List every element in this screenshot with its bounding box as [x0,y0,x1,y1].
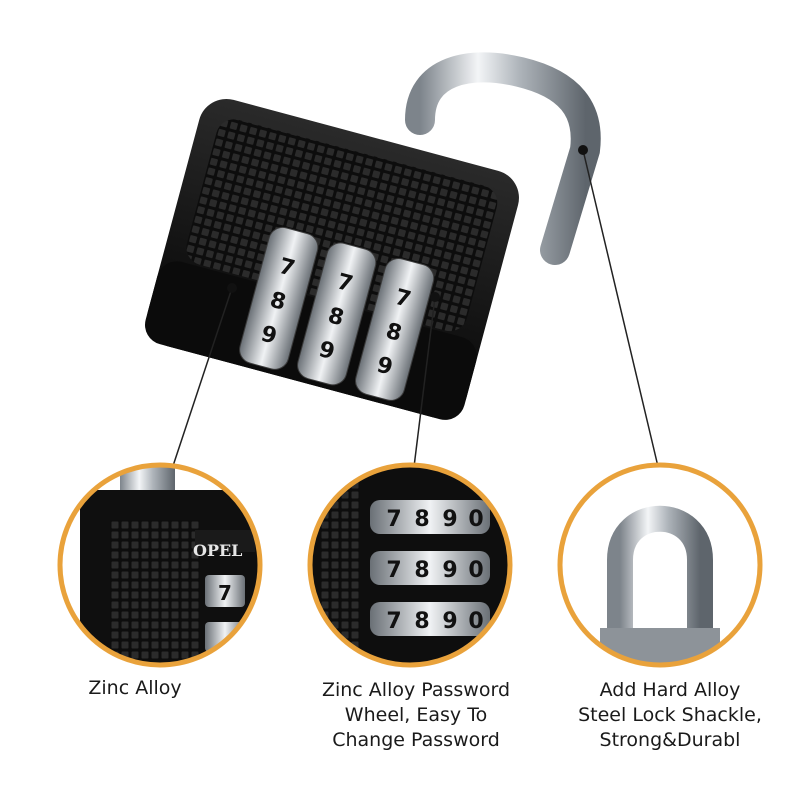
svg-text:7: 7 [386,609,401,634]
svg-text:8: 8 [325,303,346,331]
leader-lines [169,149,661,476]
leader-shackle [582,149,661,476]
leader-password-wheel [412,296,436,476]
caption-shackle: Add Hard Alloy Steel Lock Shackle, Stron… [555,678,785,753]
caption-line: Strong&Durabl [599,729,741,751]
svg-text:7: 7 [276,254,297,282]
detail-ring-3 [557,462,763,668]
caption-line: Wheel, Easy To [344,704,488,726]
leader-dot-zinc [227,283,237,293]
svg-text:7: 7 [386,558,401,583]
caption-line: Steel Lock Shackle, [578,704,762,726]
wheel-1: 7 8 9 [239,226,319,370]
svg-text:0: 0 [468,609,483,634]
detail-ring-2 [307,462,513,668]
wheel-row-2: 7 8 9 0 [370,551,490,585]
svg-text:0: 0 [468,558,483,583]
caption-password-wheel: Zinc Alloy Password Wheel, Easy To Chang… [296,678,536,753]
caption-zinc-alloy: Zinc Alloy [60,676,210,701]
svg-text:9: 9 [442,558,457,583]
caption-line: Zinc Alloy Password [321,679,511,701]
svg-text:9: 9 [258,322,279,350]
leader-dot-shackle [578,145,588,155]
leader-zinc-alloy [169,287,233,476]
svg-text:9: 9 [442,609,457,634]
wheel-row-1: 7 8 9 0 [370,500,490,534]
wheel-row-3: 7 8 9 0 [370,602,490,636]
svg-text:0: 0 [468,507,483,532]
wheel-3: 7 8 9 [355,257,435,401]
svg-text:9: 9 [374,353,395,381]
svg-text:8: 8 [414,507,429,532]
detail-zinc-alloy: OPEL 7 [57,462,263,668]
leader-dots [227,145,588,302]
caption-line: Change Password [332,729,500,751]
brand-fragment: OPEL [193,541,242,560]
svg-text:9: 9 [316,337,337,365]
svg-text:7: 7 [334,269,355,297]
detail-password-wheel: 7 8 9 0 7 8 9 0 7 8 9 0 [307,462,513,668]
combination-wheels: 7 8 9 7 8 9 7 8 9 [239,226,435,401]
detail-ring-1 [57,462,263,668]
padlock: 7 8 9 7 8 9 7 8 9 [145,52,601,420]
wheel-2: 7 8 9 [297,242,377,386]
shackle [405,52,601,265]
svg-text:9: 9 [442,507,457,532]
leader-dot-wheel [430,292,440,302]
caption-line: Add Hard Alloy [599,679,741,701]
svg-text:8: 8 [383,319,404,347]
caption-line: Zinc Alloy [88,677,182,699]
svg-text:8: 8 [414,609,429,634]
detail-shackle [557,462,763,668]
svg-text:7: 7 [392,285,413,313]
svg-text:8: 8 [414,558,429,583]
svg-text:7: 7 [386,507,401,532]
svg-text:8: 8 [267,288,288,316]
svg-text:7: 7 [218,581,232,605]
